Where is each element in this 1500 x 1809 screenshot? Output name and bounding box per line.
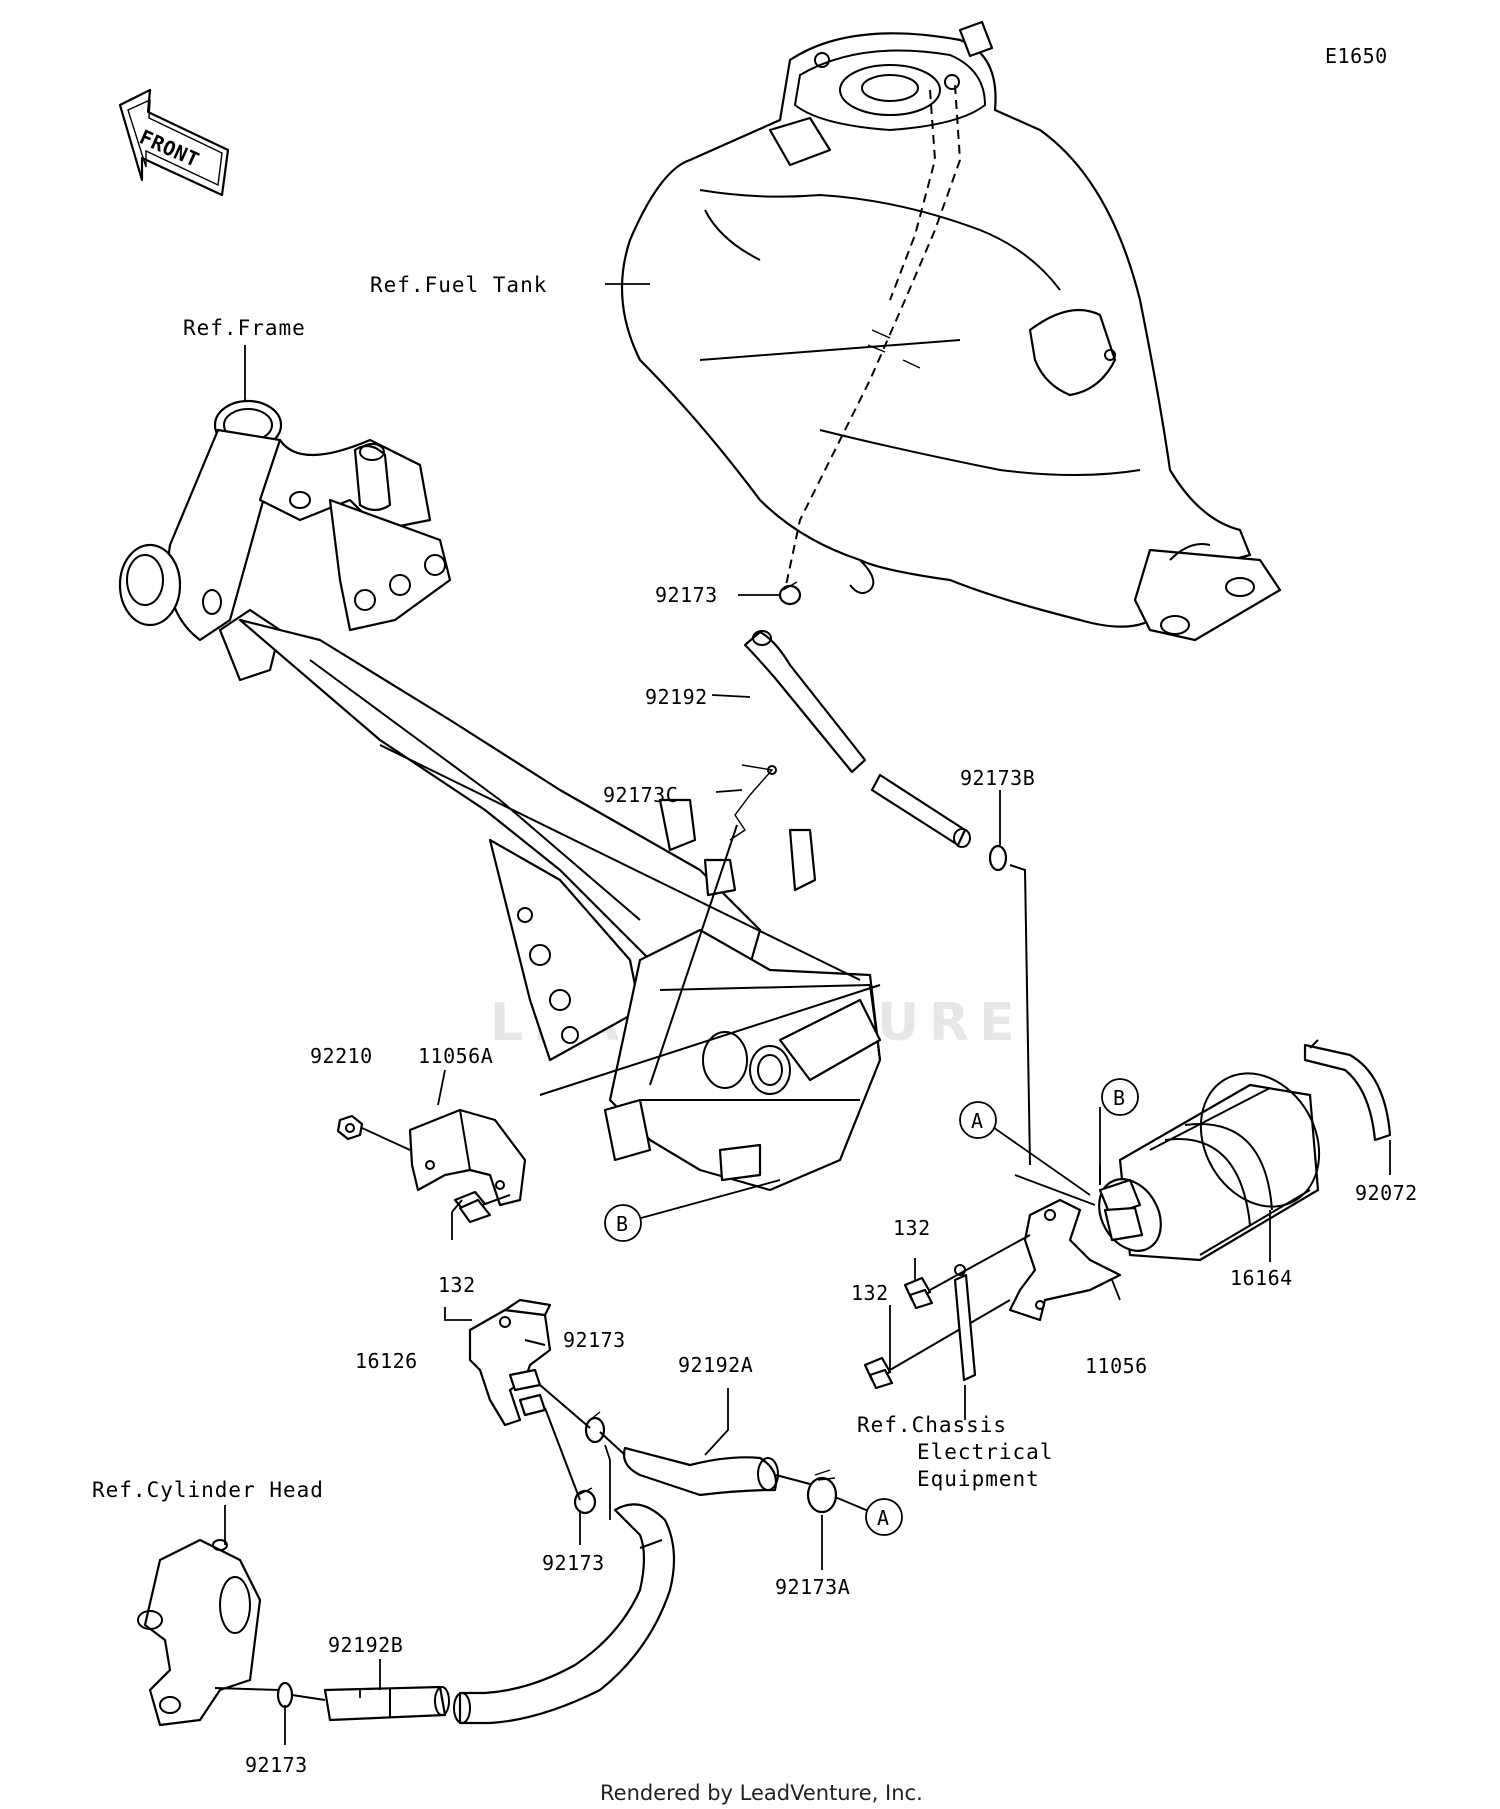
part-92173A-label: 92173A — [775, 1575, 850, 1599]
part-16126-label: 16126 — [355, 1349, 418, 1373]
part-11056A-label: 11056A — [418, 1044, 493, 1068]
ref-cylinder-head-label: Ref.Cylinder Head — [92, 1478, 324, 1502]
ref-chassis-label-line1: Ref.Chassis — [857, 1413, 1007, 1437]
marker-a-hose: A — [865, 1498, 903, 1536]
part-132-right-top-label: 132 — [893, 1216, 931, 1240]
part-92173C-label: 92173C — [603, 783, 678, 807]
part-11056-label: 11056 — [1085, 1354, 1148, 1378]
part-92173B-label: 92173B — [960, 766, 1035, 790]
marker-b-right: B — [1101, 1078, 1139, 1116]
svg-text:A: A — [971, 1109, 984, 1133]
part-92173-bottom-label: 92173 — [245, 1753, 308, 1777]
bracket-11056 — [1008, 1198, 1122, 1322]
ref-chassis-label-line3: Equipment — [917, 1467, 1040, 1491]
frame — [118, 399, 882, 1192]
footer-credit: Rendered by LeadVenture, Inc. — [600, 1781, 923, 1805]
bolt-132-left — [453, 1190, 511, 1224]
part-92173-low-label: 92173 — [542, 1551, 605, 1575]
part-92173-mid-label: 92173 — [563, 1328, 626, 1352]
marker-a-right: A — [959, 1101, 997, 1139]
valve-16126 — [468, 1298, 552, 1427]
bolt-132-right-low — [863, 1356, 894, 1390]
part-92173-top-label: 92173 — [655, 583, 718, 607]
chassis-strap — [953, 1264, 977, 1382]
marker-b-frame: B — [604, 1204, 642, 1242]
ref-frame-label: Ref.Frame — [183, 316, 306, 340]
part-92192B-label: 92192B — [328, 1633, 403, 1657]
canister-16164 — [1098, 1072, 1321, 1262]
front-arrow-icon: FRONT — [118, 88, 230, 197]
clamp-92173A — [806, 1469, 838, 1514]
clamp-92173-top — [778, 581, 802, 606]
bolt-132-right-top — [903, 1276, 934, 1310]
clamp-92173-low — [573, 1487, 597, 1515]
part-132-left-label: 132 — [438, 1273, 476, 1297]
part-92072-label: 92072 — [1355, 1181, 1418, 1205]
cylinder-head — [137, 1538, 281, 1727]
clamp-92173-bottom — [276, 1681, 294, 1709]
part-132-right-low-label: 132 — [851, 1281, 889, 1305]
hose-92192 — [743, 630, 971, 848]
nut-92210 — [336, 1114, 364, 1141]
ref-fuel-tank-label: Ref.Fuel Tank — [370, 273, 547, 297]
ref-chassis-label-line2: Electrical — [917, 1440, 1053, 1464]
clip-92173C — [729, 764, 777, 841]
clamp-92173B — [988, 844, 1008, 872]
fuel-tank — [620, 20, 1282, 642]
part-92192-label: 92192 — [645, 685, 708, 709]
hose-92192A — [622, 1446, 779, 1497]
part-16164-label: 16164 — [1230, 1266, 1293, 1290]
part-92210-label: 92210 — [310, 1044, 373, 1068]
bracket-11056A — [408, 1108, 527, 1207]
part-92192A-label: 92192A — [678, 1353, 753, 1377]
hose-92192B — [323, 1503, 676, 1725]
clamp-92173-mid — [584, 1411, 606, 1444]
svg-text:A: A — [877, 1506, 890, 1530]
svg-text:B: B — [616, 1212, 629, 1236]
svg-text:B: B — [1113, 1086, 1126, 1110]
band-92072 — [1303, 1039, 1392, 1142]
diagram-code: E1650 — [1325, 44, 1388, 68]
